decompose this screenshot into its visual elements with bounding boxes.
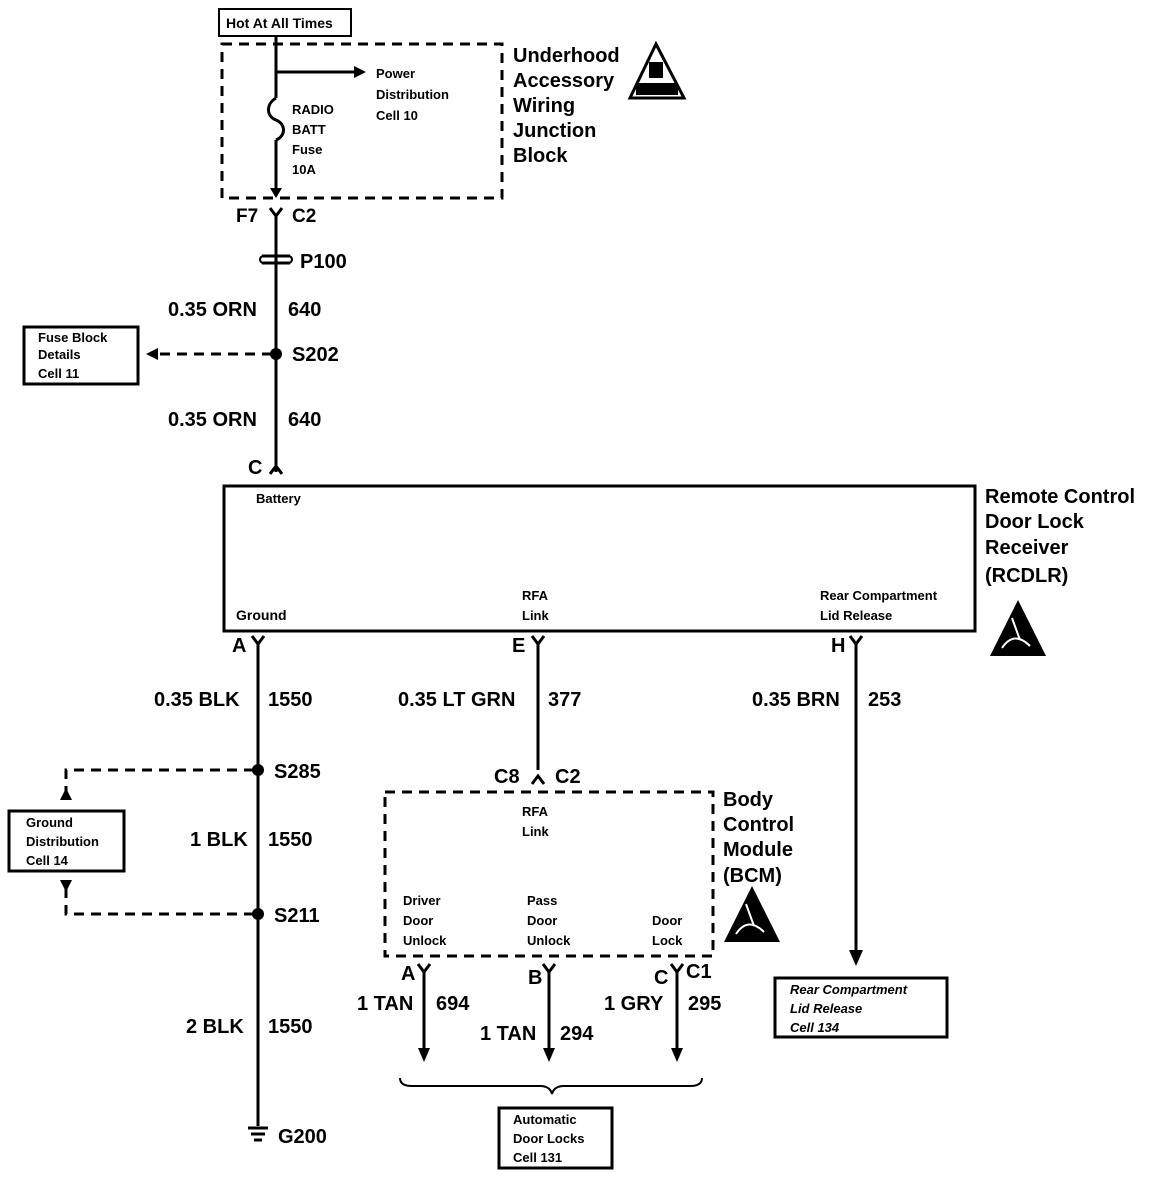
- lt-grn-gauge: 0.35 LT GRN: [398, 689, 515, 711]
- junction-block-label: Underhood Accessory Wiring Junction Bloc…: [513, 45, 625, 167]
- bcm-driver-door-unlock-label: Driver Door Unlock: [403, 893, 447, 948]
- connector-f7-label: F7: [236, 206, 258, 227]
- radio-batt-fuse: [267, 96, 285, 142]
- automatic-door-locks-box: [497, 1106, 614, 1170]
- bcm-door-lock-label: Door Lock: [652, 913, 686, 948]
- tan-694-circuit: 694: [436, 993, 470, 1015]
- rcdlr-pin-c-label: C: [248, 457, 262, 479]
- bcm-title: Body Control Module (BCM): [723, 789, 800, 887]
- connector-f7-c2: [268, 207, 284, 219]
- splice-s202-label: S202: [292, 344, 339, 366]
- automatic-door-locks-label: Automatic Door Locks Cell 131: [513, 1112, 588, 1165]
- splice-s285-label: S285: [274, 761, 321, 783]
- rcdlr-pin-h: [848, 635, 864, 647]
- blk-w1-gauge: 0.35 BLK: [154, 689, 240, 711]
- blk-w2-circuit: 1550: [268, 829, 313, 851]
- connector-c2-bcm-label: C2: [555, 766, 581, 788]
- ground-distribution-box: [7, 809, 126, 873]
- rcdlr-battery-label: Battery: [256, 491, 302, 506]
- rear-compartment-ref-box: [773, 976, 949, 1039]
- ground-distribution-label: Ground Distribution Cell 14: [26, 815, 103, 868]
- bcm-rfa-link-label: RFA Link: [522, 804, 551, 839]
- blk-w3-circuit: 1550: [268, 1016, 313, 1038]
- bcm-pin-b: [541, 963, 557, 975]
- rcdlr-ground-label: Ground: [236, 607, 287, 623]
- rcdlr-title: Remote Control Door Lock Receiver (RCDLR…: [985, 486, 1141, 587]
- rcdlr-pin-a-label: A: [232, 635, 246, 657]
- bcm-module-outline: [383, 790, 715, 958]
- brn-253-gauge: 0.35 BRN: [752, 689, 840, 711]
- rcdlr-pin-c: [268, 463, 284, 475]
- orn-lower-circuit: 640: [288, 409, 321, 431]
- bcm-connector-c1-label: C1: [686, 961, 712, 983]
- ground-g200-label: G200: [278, 1126, 327, 1148]
- rcdlr-pin-h-label: H: [831, 635, 845, 657]
- junction-block-outline: [220, 42, 504, 200]
- bcm-pin-a: [416, 963, 432, 975]
- bcm-pin-b-label: B: [528, 967, 542, 989]
- obd-ii-warning-icon: [627, 40, 687, 100]
- esd-sensitive-icon: [724, 886, 780, 942]
- hot-at-all-times-label: Hot At All Times: [226, 15, 333, 31]
- lt-grn-circuit: 377: [548, 689, 581, 711]
- rcdlr-pin-e: [530, 635, 546, 647]
- rcdlr-module-box: [222, 484, 977, 633]
- bcm-pin-c-label: C: [654, 967, 668, 989]
- splice-s211-label: S211: [274, 905, 320, 927]
- splice-s202: [270, 348, 282, 360]
- rcdlr-rfa-link-label: RFA Link: [522, 588, 551, 623]
- connector-c8-c2: [530, 773, 546, 785]
- radio-batt-fuse-label: RADIO BATT Fuse 10A: [292, 102, 338, 177]
- tan-294-circuit: 294: [560, 1023, 594, 1045]
- p100-label: P100: [300, 251, 347, 273]
- orn-upper-gauge: 0.35 ORN: [168, 299, 257, 321]
- rcdlr-pin-a: [250, 635, 266, 647]
- ground-g200-icon: [248, 1126, 268, 1142]
- fuse-block-details-label: Fuse Block Details Cell 11: [38, 330, 111, 381]
- power-distribution-label: Power Distribution Cell 10: [376, 66, 453, 123]
- s211-ground-ref-line: [64, 884, 254, 916]
- bcm-pin-a-label: A: [401, 963, 415, 985]
- hot-at-all-times-box: [218, 8, 352, 37]
- door-locks-brace: [399, 1077, 703, 1095]
- p100-grommet: [259, 254, 293, 265]
- s285-ground-ref-line: [64, 768, 254, 800]
- rear-compartment-ref-label: Rear Compartment Lid Release Cell 134: [790, 982, 911, 1035]
- blk-w3-gauge: 2 BLK: [186, 1016, 244, 1038]
- fuse-block-details-box: [22, 325, 140, 386]
- rcdlr-rear-compartment-label: Rear Compartment Lid Release: [820, 588, 941, 623]
- bcm-pin-c: [669, 963, 685, 975]
- esd-sensitive-icon: [990, 600, 1046, 656]
- orn-upper-circuit: 640: [288, 299, 321, 321]
- connector-c2-top-label: C2: [292, 206, 316, 227]
- splice-s285: [252, 764, 264, 776]
- brn-253-circuit: 253: [868, 689, 901, 711]
- bcm-pass-door-unlock-label: Pass Door Unlock: [527, 893, 571, 948]
- blk-w2-gauge: 1 BLK: [190, 829, 248, 851]
- blk-w1-circuit: 1550: [268, 689, 313, 711]
- tan-694-gauge: 1 TAN: [357, 993, 413, 1015]
- gry-295-gauge: 1 GRY: [604, 993, 664, 1015]
- gry-295-circuit: 295: [688, 993, 721, 1015]
- tan-294-gauge: 1 TAN: [480, 1023, 536, 1045]
- connector-c8-label: C8: [494, 766, 520, 788]
- splice-s211: [252, 908, 264, 920]
- orn-lower-gauge: 0.35 ORN: [168, 409, 257, 431]
- rcdlr-pin-e-label: E: [512, 635, 525, 657]
